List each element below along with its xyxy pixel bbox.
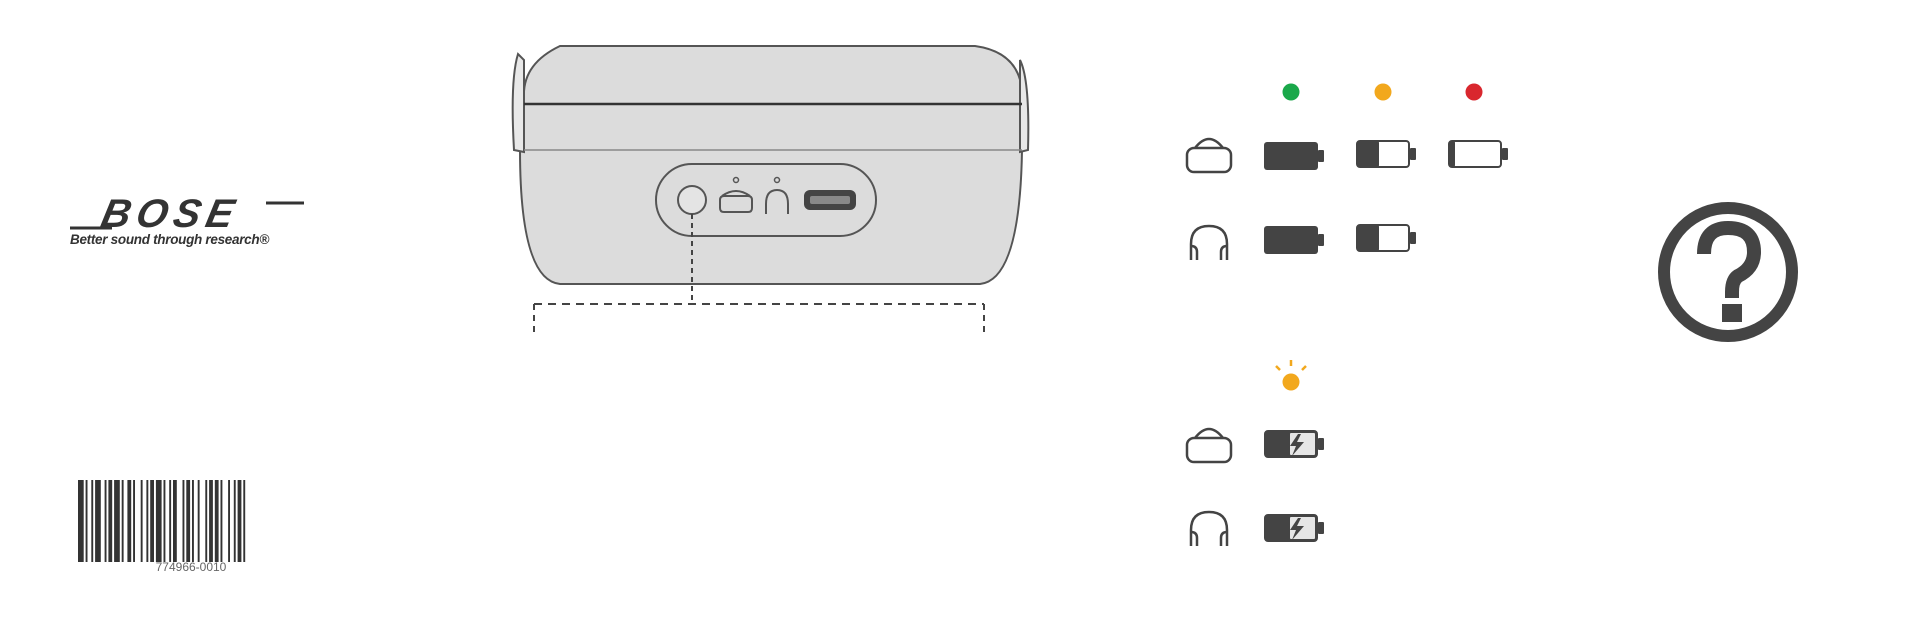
barcode-bar	[209, 480, 213, 562]
amber-led-indicator	[1375, 84, 1392, 101]
battery-full-icon	[1264, 142, 1324, 170]
barcode-bar	[228, 480, 230, 562]
barcode-bar	[146, 480, 148, 562]
barcode-bar	[215, 480, 219, 562]
charging-case-illustration	[500, 40, 1040, 340]
barcode-number: 774966-0010	[78, 560, 304, 574]
bose-logo: BOSE Better sound through research®	[66, 198, 326, 262]
barcode-bar	[141, 480, 143, 562]
battery-charging-icon	[1265, 431, 1324, 457]
barcode-bar	[183, 480, 185, 562]
barcode-bar	[91, 480, 93, 562]
earbuds-icon-2	[1191, 512, 1227, 546]
green-led-indicator	[1283, 84, 1300, 101]
case-icon	[1187, 139, 1231, 172]
barcode-bar	[238, 480, 242, 562]
barcode-bar	[108, 480, 112, 562]
barcode-bar	[95, 480, 101, 562]
barcode-bars	[78, 480, 304, 562]
battery-status-legend	[1170, 70, 1530, 570]
barcode-bar	[186, 480, 190, 562]
barcode-bar	[86, 480, 88, 562]
barcode-bar	[78, 480, 84, 562]
battery-full-icon-2	[1264, 226, 1324, 254]
barcode-bar	[234, 480, 236, 562]
red-led-indicator	[1466, 84, 1483, 101]
battery-low-icon	[1449, 141, 1508, 167]
battery-half-icon	[1357, 141, 1416, 167]
barcode-bar	[192, 480, 194, 562]
barcode-bar	[173, 480, 177, 562]
battery-charging-icon-2	[1265, 515, 1324, 541]
brand-tagline: Better sound through research®	[70, 232, 330, 247]
battery-half-icon-2	[1357, 225, 1416, 251]
brand-wordmark: BOSE	[98, 194, 307, 234]
barcode-bar	[205, 480, 207, 562]
barcode-bar	[133, 480, 135, 562]
barcode-bar	[114, 480, 120, 562]
barcode-bar	[122, 480, 124, 562]
case-icon-2	[1187, 429, 1231, 462]
barcode-bar	[221, 480, 223, 562]
barcode-bar	[243, 480, 245, 562]
question-mark-icon	[1656, 200, 1800, 344]
barcode-bar	[150, 480, 154, 562]
port-panel	[656, 164, 876, 236]
barcode-bar	[164, 480, 166, 562]
pairing-button	[678, 186, 706, 214]
barcode-bar	[156, 480, 162, 562]
barcode-bar	[198, 480, 200, 562]
blinking-amber-led	[1276, 360, 1306, 391]
barcode-bar	[169, 480, 171, 562]
earbuds-icon	[1191, 226, 1227, 260]
barcode-bar	[127, 480, 131, 562]
barcode-bar	[105, 480, 107, 562]
barcode: 774966-0010	[78, 480, 304, 580]
